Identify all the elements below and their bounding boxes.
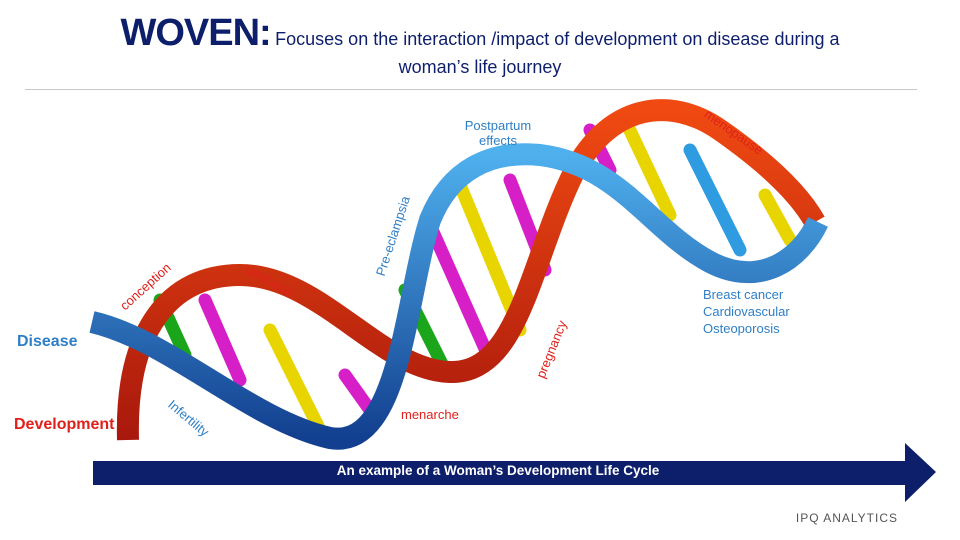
label-osteoporosis: Osteoporosis	[703, 321, 780, 336]
label-cardiovascular: Cardiovascular	[703, 304, 790, 319]
title-woven: WOVEN:	[120, 12, 271, 54]
slide-title: WOVEN: Focuses on the interaction /impac…	[0, 12, 960, 78]
disease-strand	[89, 143, 828, 450]
label-postpartum-line2: effects	[478, 133, 518, 148]
legend-disease: Disease	[17, 333, 78, 350]
development-strand	[116, 99, 825, 441]
label-postpartum-line1: Postpartum	[464, 118, 532, 133]
label-later-life-diseases: Breast cancer Cardiovascular Osteoporosi…	[703, 286, 790, 337]
title-subtitle: Focuses on the interaction /impact of de…	[275, 29, 840, 49]
legend-development: Development	[14, 416, 115, 433]
label-menarche: menarche	[401, 407, 459, 422]
arrow-label: An example of a Woman’s Development Life…	[336, 463, 660, 478]
label-postpartum: Postpartum effects	[463, 118, 533, 148]
label-breast-cancer: Breast cancer	[703, 287, 784, 302]
brand-logo-text: IPQ ANALYTICS	[795, 511, 898, 525]
title-subtitle-line2: woman’s life journey	[398, 57, 562, 77]
divider	[25, 89, 917, 90]
